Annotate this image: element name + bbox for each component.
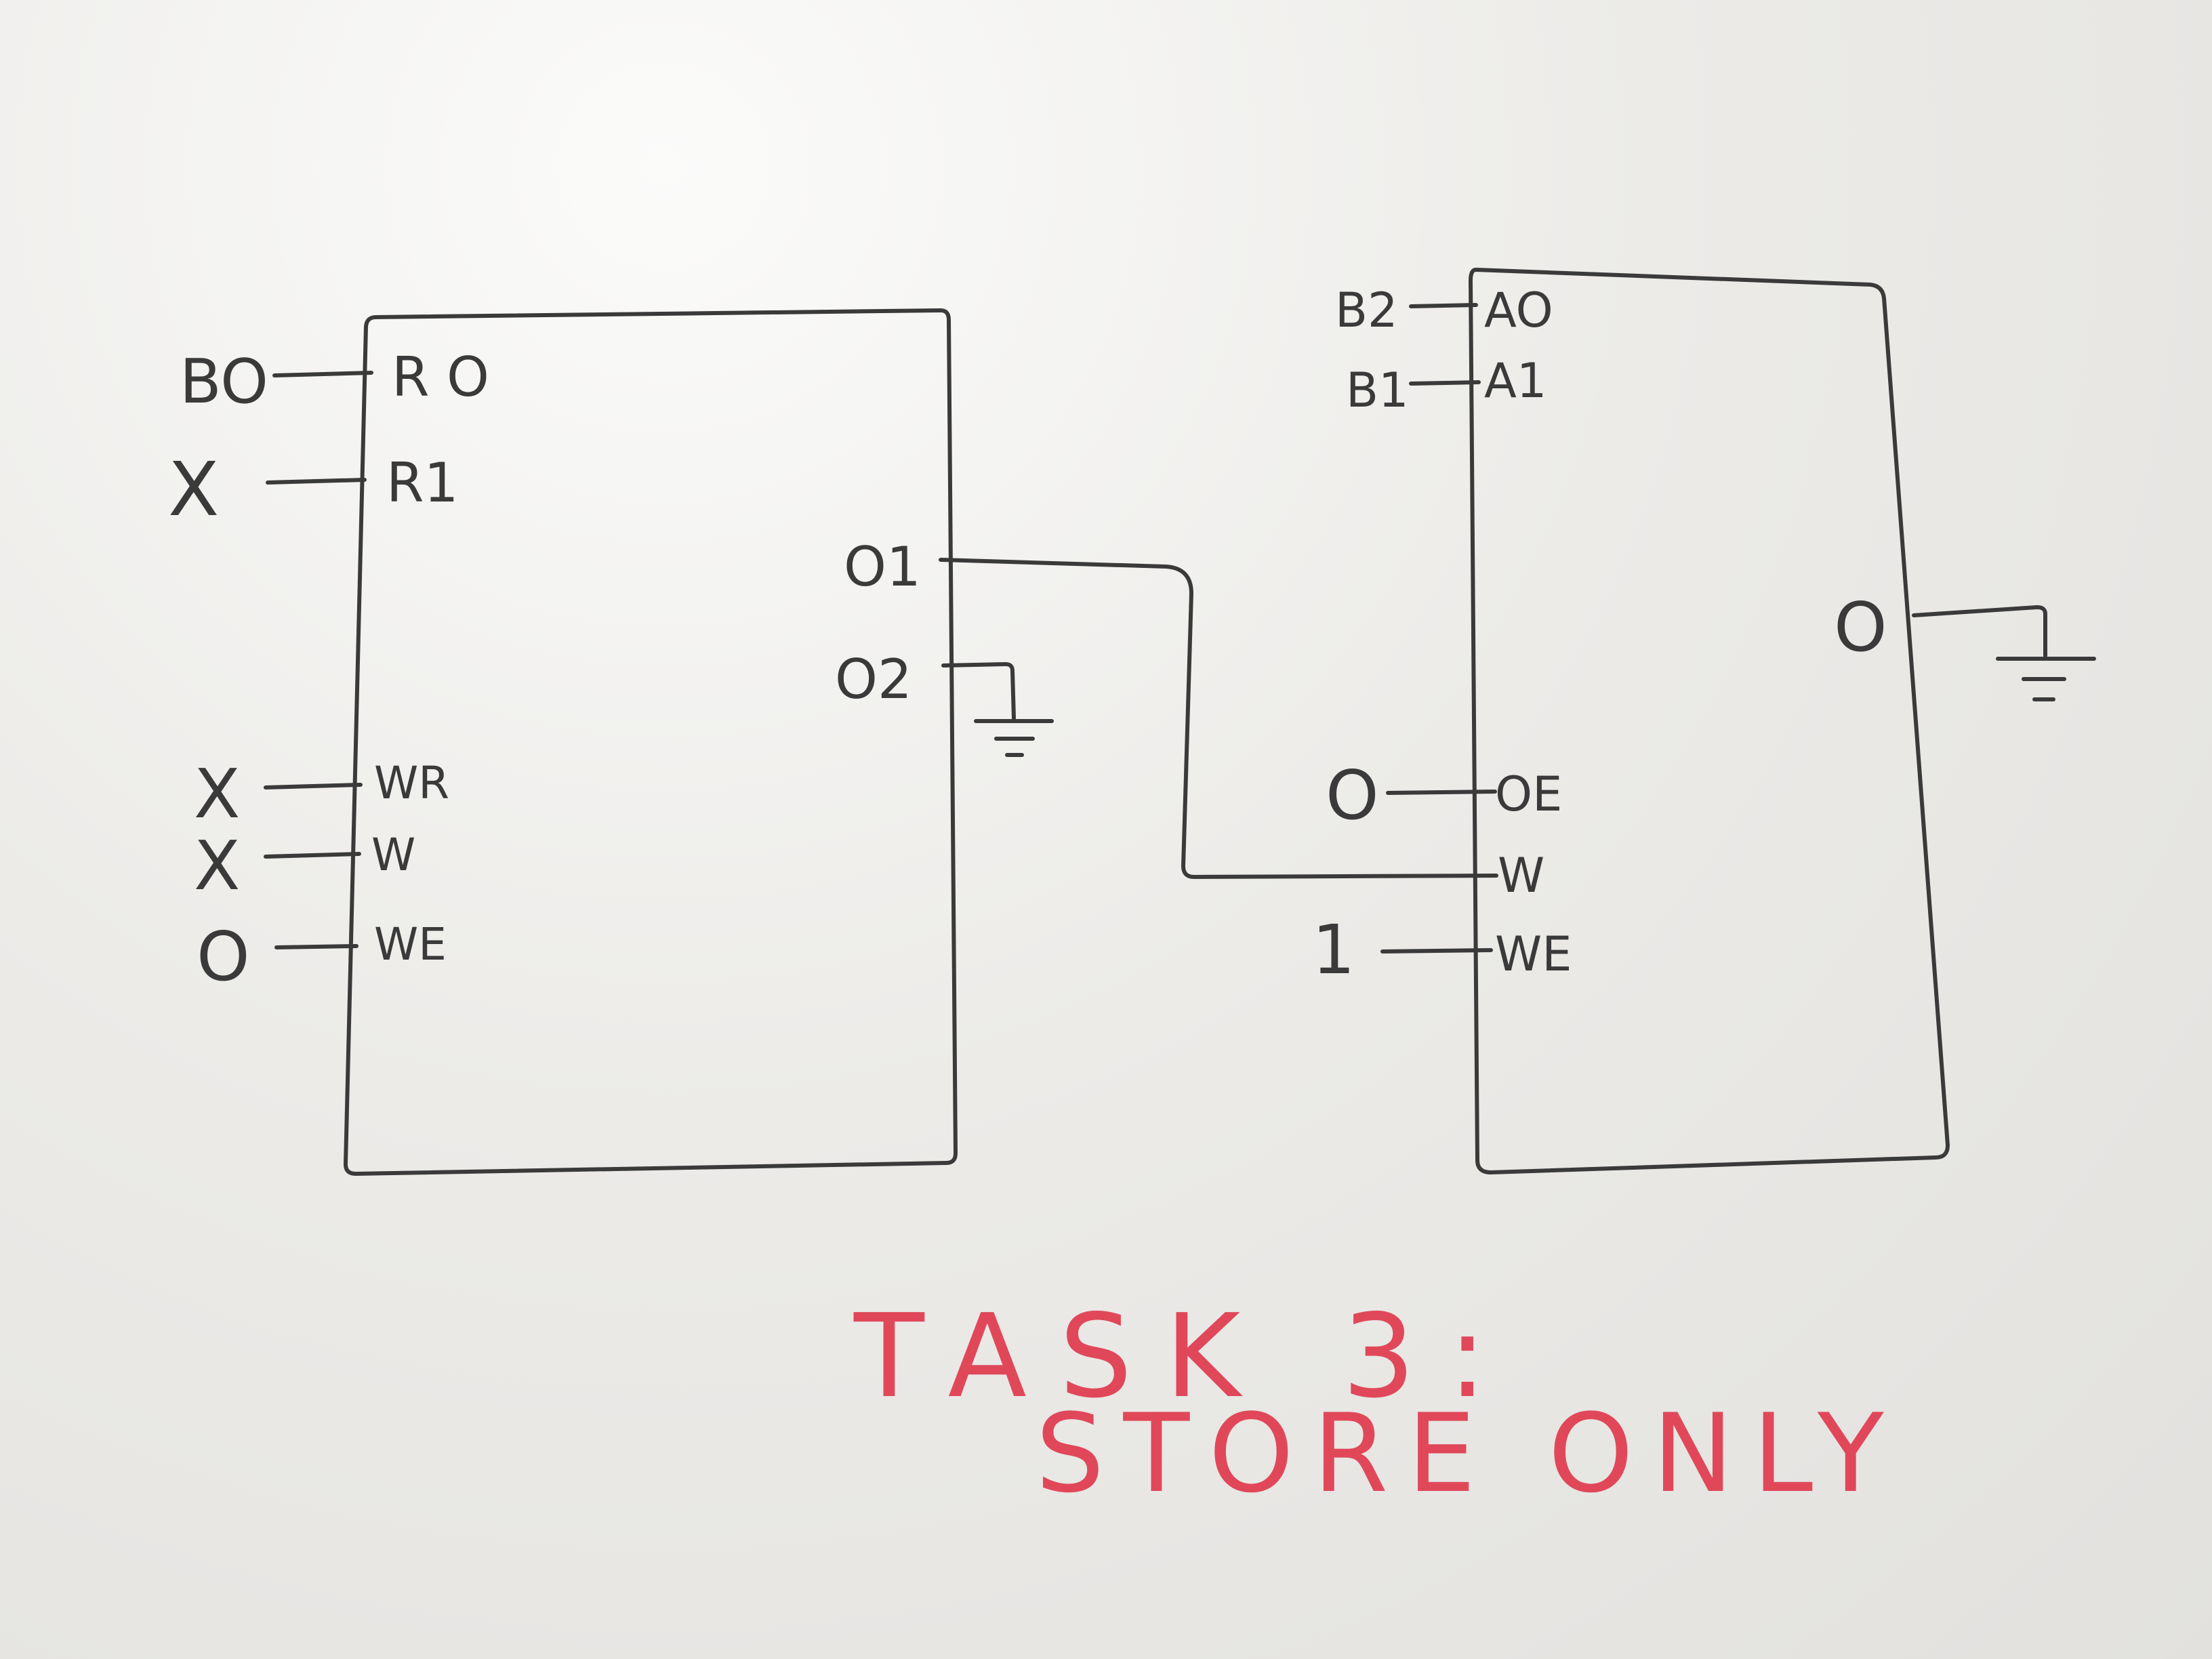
right-signal-a1: B1 (1346, 363, 1409, 418)
left-pin-w: W (371, 829, 415, 881)
left-signal-r0: BO (180, 346, 268, 417)
wire-right-a1 (1409, 380, 1481, 386)
left-pin-we: WE (374, 918, 447, 970)
left-pin-o1: O1 (844, 535, 921, 598)
left-block-outline (344, 308, 958, 1176)
wire-left-we (274, 944, 359, 949)
wire-o2-ground (941, 662, 1016, 720)
ground-symbol-right (1996, 657, 2096, 701)
right-block-outline (1469, 268, 1950, 1174)
wire-right-a0 (1409, 303, 1478, 308)
wire-left-r1 (266, 478, 367, 485)
right-signal-a0: B2 (1335, 283, 1398, 338)
left-pin-o2: O2 (835, 648, 912, 711)
right-signal-oe: O (1326, 756, 1379, 835)
wire-left-w (264, 852, 361, 859)
right-signal-we: 1 (1312, 910, 1355, 989)
left-pin-r0: R O (392, 346, 489, 409)
right-pin-o: O (1834, 588, 1887, 667)
right-pin-a0: AO (1484, 283, 1553, 338)
left-signal-w: X (194, 826, 241, 905)
left-pin-wr: WR (374, 757, 449, 809)
right-pin-we: WE (1495, 926, 1572, 982)
right-pin-w: W (1498, 848, 1544, 903)
wire-left-r0 (272, 371, 373, 377)
left-signal-r1: X (168, 446, 219, 533)
right-pin-a1: A1 (1484, 353, 1547, 409)
left-pin-r1: R1 (386, 451, 458, 514)
ground-symbol-left (974, 719, 1054, 757)
left-signal-wr: X (194, 754, 241, 834)
left-signal-we: O (197, 917, 250, 996)
wire-left-wr (264, 783, 363, 790)
right-pin-oe: OE (1495, 766, 1562, 822)
wire-right-o-ground (1912, 605, 2047, 658)
caption-line-2: STORE ONLY (1036, 1390, 1903, 1517)
wire-o1-to-w (939, 558, 1498, 879)
wire-right-we (1380, 948, 1493, 954)
wire-right-oe (1386, 790, 1497, 795)
caption-line-1: TASK 3: (853, 1290, 1519, 1424)
